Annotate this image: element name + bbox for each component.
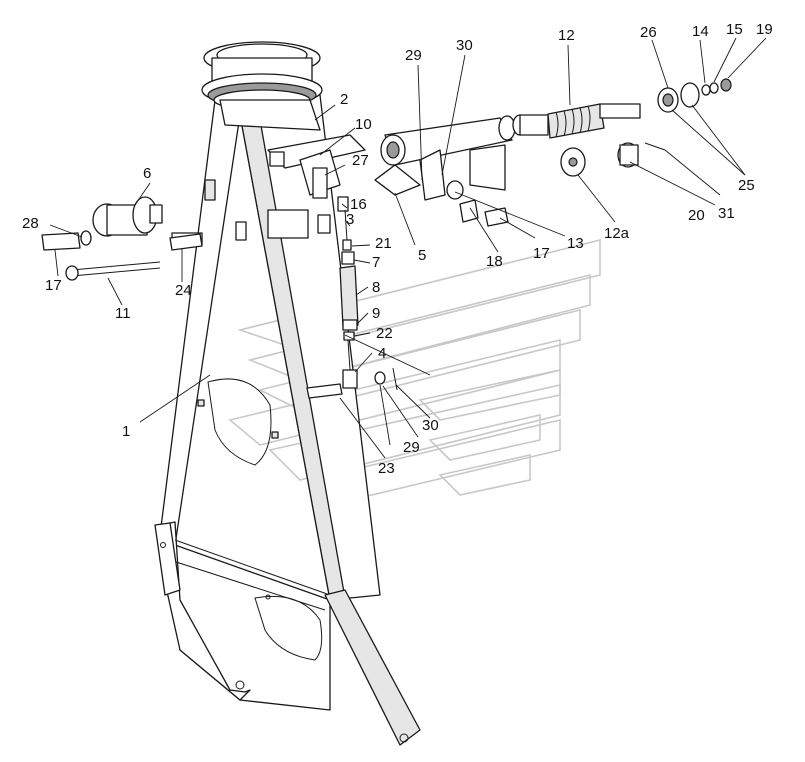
callout-labels: 1 2 3 4 5 6 7 8 9 10 11 12 12a 13 14 15 … bbox=[22, 21, 773, 477]
callout-9: 9 bbox=[372, 305, 380, 322]
callout-19: 19 bbox=[756, 21, 773, 38]
callout-11: 11 bbox=[115, 305, 131, 322]
callout-12: 12 bbox=[558, 27, 575, 44]
callout-14: 14 bbox=[692, 23, 709, 40]
callout-2: 2 bbox=[340, 91, 348, 108]
callout-24: 24 bbox=[175, 282, 192, 299]
callout-4: 4 bbox=[378, 345, 386, 362]
callout-12a: 12a bbox=[604, 225, 630, 242]
callout-26: 26 bbox=[640, 24, 657, 41]
steering-cylinder bbox=[374, 78, 732, 201]
callout-1: 1 bbox=[122, 423, 130, 440]
callout-28: 28 bbox=[22, 215, 39, 232]
callout-13: 13 bbox=[567, 235, 584, 252]
callout-18: 18 bbox=[486, 253, 503, 270]
callout-27: 27 bbox=[352, 152, 369, 169]
callout-20: 20 bbox=[688, 207, 705, 224]
callout-30a: 30 bbox=[456, 37, 473, 54]
callout-22: 22 bbox=[376, 325, 393, 342]
callout-8: 8 bbox=[372, 279, 380, 296]
callout-29b: 29 bbox=[403, 439, 420, 456]
callout-31: 31 bbox=[718, 205, 735, 222]
callout-29a: 29 bbox=[405, 47, 422, 64]
frame-body bbox=[154, 94, 421, 746]
worm-shaft bbox=[547, 103, 641, 139]
callout-3: 3 bbox=[346, 211, 354, 228]
callout-25: 25 bbox=[738, 177, 755, 194]
watermark-logo bbox=[228, 238, 601, 506]
callout-21: 21 bbox=[375, 235, 392, 252]
leader-lines bbox=[49, 37, 767, 459]
callout-10: 10 bbox=[355, 116, 372, 133]
callout-30b: 30 bbox=[422, 417, 439, 434]
callout-23: 23 bbox=[378, 460, 395, 477]
spring-linkage bbox=[306, 167, 398, 399]
callout-6: 6 bbox=[143, 165, 151, 182]
callout-16: 16 bbox=[350, 196, 367, 213]
callout-7: 7 bbox=[372, 254, 380, 271]
callout-17b: 17 bbox=[533, 245, 550, 262]
top-ring-assembly bbox=[201, 41, 323, 131]
loose-parts bbox=[169, 180, 509, 251]
callout-15: 15 bbox=[726, 21, 743, 38]
callout-17a: 17 bbox=[45, 277, 62, 294]
callout-5: 5 bbox=[418, 247, 426, 264]
